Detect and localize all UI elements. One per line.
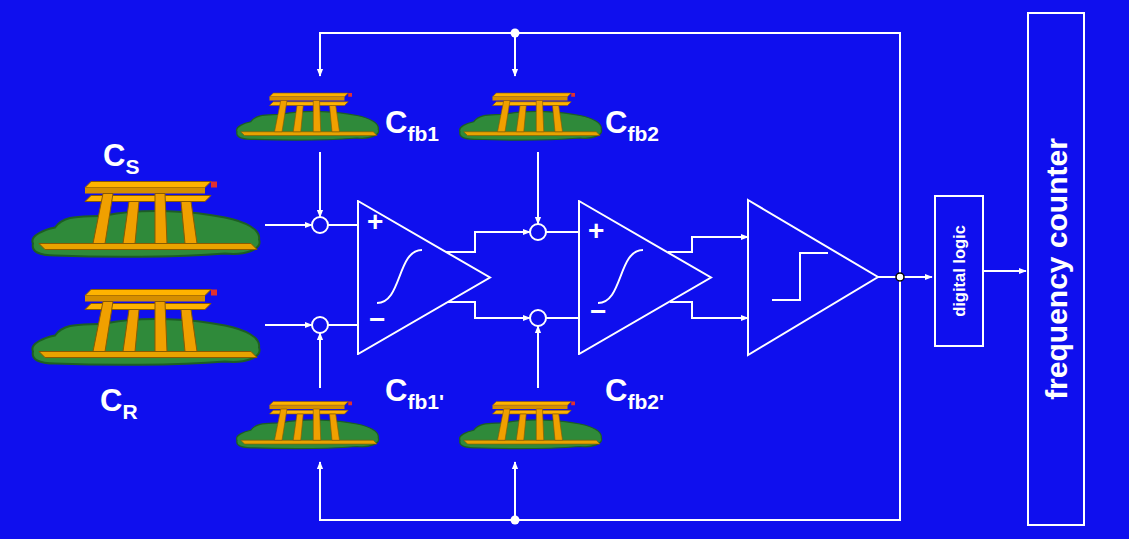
amplifier: +−	[578, 200, 713, 355]
counter-box: frequency counter	[1027, 12, 1085, 526]
capacitor-subscript: fb2	[627, 122, 659, 145]
capacitor-subscript: fb1	[407, 122, 439, 145]
capacitor-symbol-letter: C	[103, 138, 125, 173]
plus-sign: +	[588, 217, 604, 245]
capacitor-subscript: fb1'	[407, 390, 444, 413]
capacitor-symbol-letter: C	[385, 105, 407, 140]
capacitor-label: Cfb2	[605, 107, 659, 138]
box-label: digital logic	[950, 201, 968, 341]
capacitor-label: Cfb1'	[385, 375, 444, 406]
capacitor-label: CR	[100, 385, 138, 416]
plus-sign: +	[367, 208, 383, 236]
capacitor-symbol-letter: C	[385, 373, 407, 408]
capacitor-subscript: R	[122, 400, 137, 423]
minus-sign: −	[369, 306, 385, 334]
capacitor-symbol-letter: C	[605, 105, 627, 140]
capacitor-symbol-letter: C	[100, 383, 122, 418]
signal-wire	[447, 302, 530, 318]
capacitor-symbol-letter: C	[605, 373, 627, 408]
capacitor-subscript: S	[125, 155, 139, 178]
capacitor-subscript: fb2'	[627, 390, 664, 413]
minus-sign: −	[590, 298, 606, 326]
capacitor-label: Cfb1	[385, 107, 439, 138]
logic-box: digital logic	[934, 195, 984, 347]
capacitor-label: CS	[103, 140, 139, 171]
amplifier: +−	[357, 200, 492, 355]
capacitor-label: Cfb2'	[605, 375, 664, 406]
box-label: frequency counter	[1040, 138, 1073, 400]
signal-wire	[984, 270, 1026, 272]
signal-wire	[446, 232, 530, 252]
